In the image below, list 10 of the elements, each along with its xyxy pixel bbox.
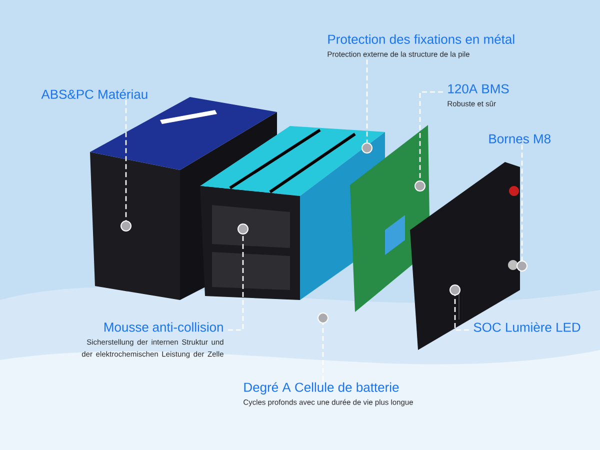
leader-line: [419, 91, 443, 180]
leader-line: [366, 60, 368, 142]
leader-line: [228, 234, 244, 331]
callout-text: Bornes M8: [489, 134, 550, 144]
callout-text: SOC Lumière LED: [474, 322, 580, 332]
leader-line: [521, 144, 523, 260]
callout-text: ABS&PC Matériau: [41, 89, 148, 99]
leader-line: [322, 324, 324, 381]
leader-line: [125, 100, 127, 220]
leader-line: [454, 296, 469, 331]
